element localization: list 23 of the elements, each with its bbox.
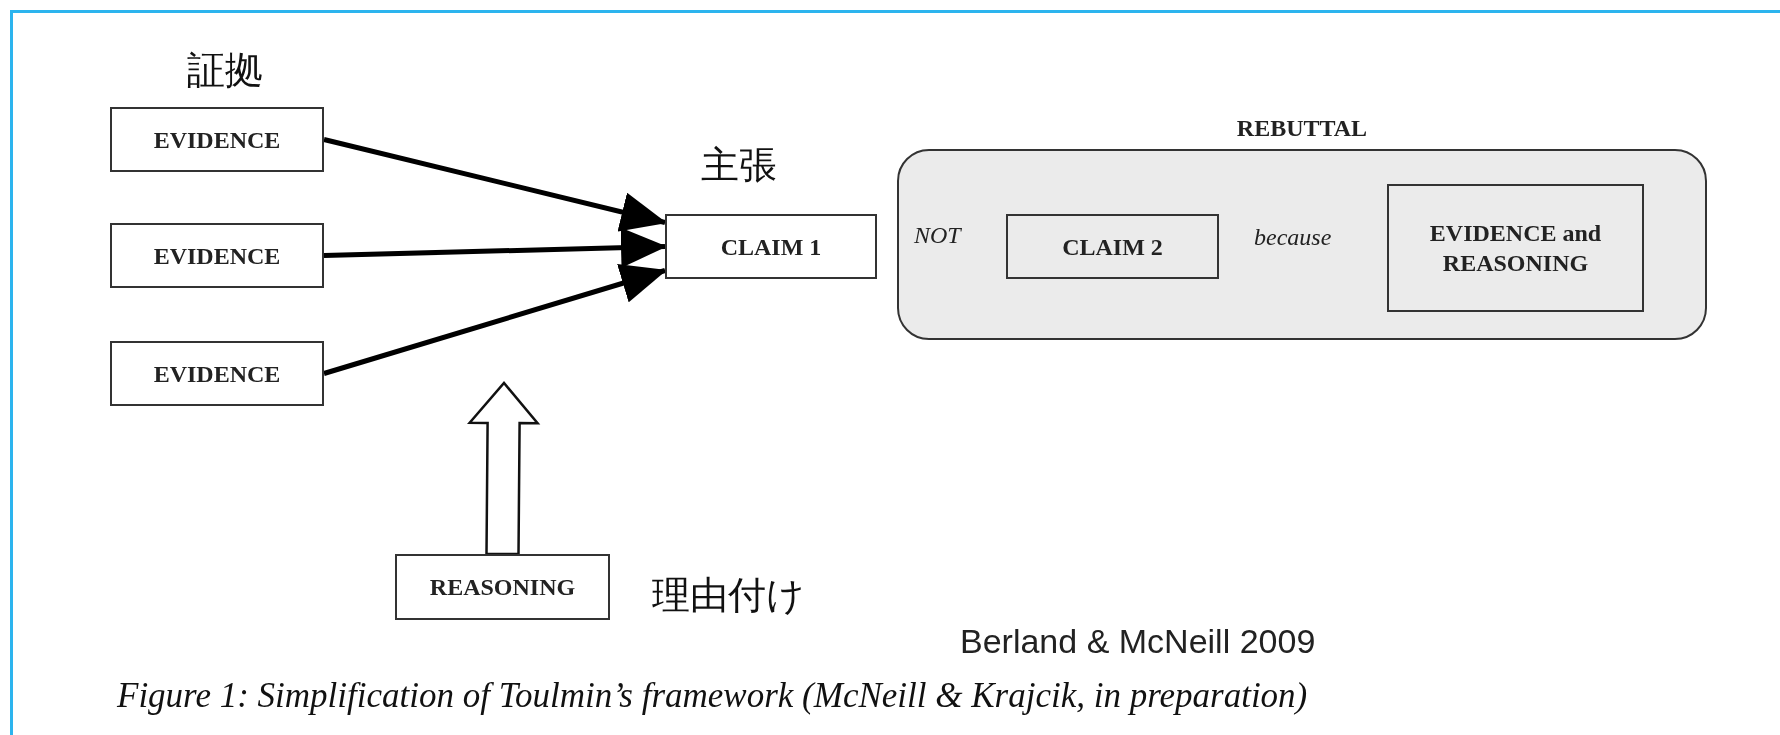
- process-box: [1387, 184, 1644, 312]
- annotation-text: 主張: [701, 142, 777, 189]
- box-label: CLAIM 1: [720, 232, 822, 262]
- annotation-text: 理由付け: [652, 572, 805, 619]
- box-label: EVIDENCE: [153, 359, 281, 389]
- arrow: [323, 137, 667, 232]
- box-label: CLAIM 2: [1062, 232, 1163, 262]
- box-label: EVIDENCE: [153, 241, 281, 271]
- panel-heading: REBUTTAL: [1235, 115, 1369, 142]
- process-box: [110, 341, 324, 406]
- arrow: [323, 264, 667, 376]
- box-label: EVIDENCE and REASONING: [1428, 219, 1603, 278]
- figure-caption: Figure 1: Simplification of Toulmin’s framework (McNeill & Krajcik, in preparation): [117, 676, 1308, 716]
- operator-word: NOT: [914, 222, 961, 249]
- connective-word: because: [1254, 224, 1332, 251]
- citation-text: Berland & McNeill 2009: [960, 622, 1316, 661]
- annotation-text: 証拠: [187, 47, 263, 94]
- block-arrow: [467, 381, 541, 556]
- process-box: [1006, 214, 1219, 279]
- arrow: [323, 227, 667, 268]
- process-box: [110, 223, 324, 288]
- box-label: EVIDENCE: [153, 125, 281, 155]
- box-label: REASONING: [429, 573, 576, 602]
